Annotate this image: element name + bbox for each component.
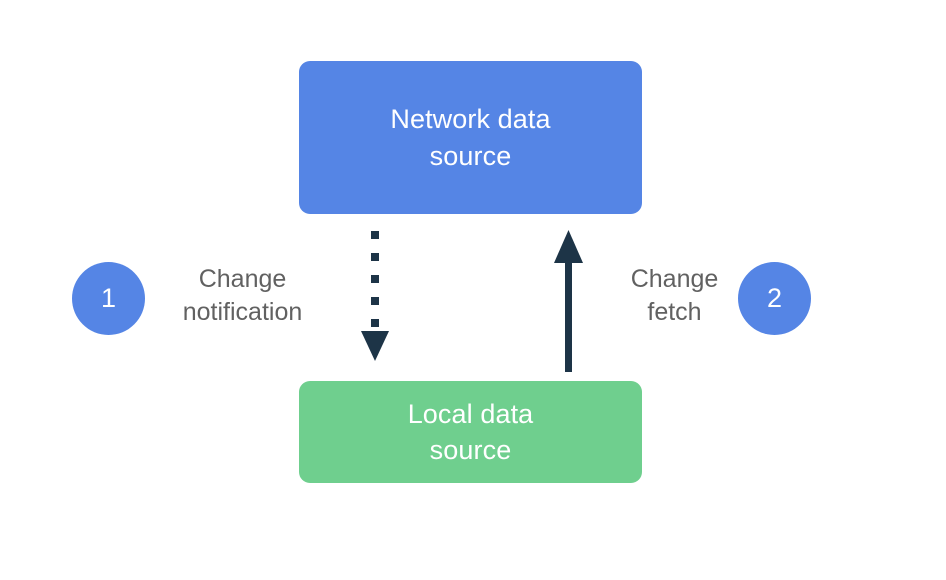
arrow-change-notification xyxy=(361,231,389,361)
dotted-segment-dot xyxy=(371,253,379,261)
arrow-change-fetch xyxy=(554,230,583,372)
node-network-data-source[interactable]: Network data source xyxy=(299,61,642,214)
edge-label-change-notification: Change notification xyxy=(182,265,303,326)
step-badge-2[interactable]: 2 xyxy=(738,262,811,335)
arrowhead-down-icon xyxy=(361,331,389,361)
dotted-segment-dot xyxy=(371,231,379,239)
arrow-shaft xyxy=(565,258,572,372)
dotted-segment-dot xyxy=(371,275,379,283)
step-badge-1-value: 1 xyxy=(100,283,117,313)
step-badge-2-value: 2 xyxy=(766,283,783,313)
node-local-data-source-label: Local data source xyxy=(407,398,534,465)
step-badge-1[interactable]: 1 xyxy=(72,262,145,335)
edge-label-change-fetch: Change fetch xyxy=(630,265,719,326)
dotted-segment-dot xyxy=(371,297,379,305)
node-network-data-source-label: Network data source xyxy=(390,104,551,171)
arrowhead-up-icon xyxy=(554,230,583,263)
node-local-data-source[interactable]: Local data source xyxy=(299,381,642,483)
dotted-segment-dot xyxy=(371,319,379,327)
